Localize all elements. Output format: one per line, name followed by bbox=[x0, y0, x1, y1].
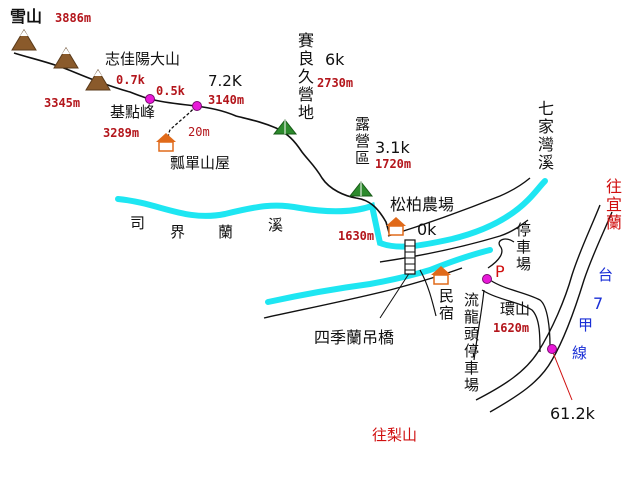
route-tai-label: 台 bbox=[598, 266, 614, 284]
elevation-2730: 2730m bbox=[317, 76, 354, 90]
huanshan-road bbox=[489, 279, 551, 347]
parking-road bbox=[487, 238, 515, 269]
silan-river-char-4: 溪 bbox=[268, 216, 284, 234]
distance-20m: 20m bbox=[188, 125, 210, 139]
lu-camp-label: 露營區 bbox=[353, 116, 371, 167]
waypoint-dot-icon bbox=[145, 94, 155, 104]
liulong-road bbox=[473, 289, 485, 361]
main-trail-line bbox=[13, 52, 391, 237]
bridge-label: 四季蘭吊橋 bbox=[314, 328, 395, 347]
route-7-label: 7 bbox=[593, 294, 604, 313]
tent-icon bbox=[348, 181, 374, 197]
route-jia-label: 甲 bbox=[578, 316, 594, 334]
piaodan-hut-label: 瓢單山屋 bbox=[170, 154, 231, 172]
route-7jia-road-b bbox=[489, 211, 613, 413]
elevation-3289: 3289m bbox=[103, 126, 140, 140]
minsu-road bbox=[419, 269, 437, 317]
parking-icon: P bbox=[495, 262, 505, 281]
minsu-label: 民宿 bbox=[437, 288, 455, 322]
zhijiayang-label: 志佳陽大山 bbox=[105, 50, 181, 68]
km-612-label: 61.2k bbox=[550, 404, 595, 423]
silan-river-char-3: 蘭 bbox=[218, 223, 234, 241]
to-yilan-label: 往宜蘭 bbox=[603, 178, 622, 232]
house-icon bbox=[156, 133, 176, 152]
elevation-1630: 1630m bbox=[338, 229, 375, 243]
distance-07: 0.7k bbox=[116, 73, 145, 87]
mountain-icon bbox=[11, 29, 37, 51]
elevation-3345: 3345m bbox=[44, 96, 81, 110]
distance-31k: 3.1k bbox=[375, 138, 410, 157]
xueshan-elevation: 3886m bbox=[55, 11, 92, 25]
huanshan-label: 環山 bbox=[500, 300, 531, 318]
songbai-farm-label: 松柏農場 bbox=[390, 195, 455, 214]
xueshan-label: 雪山 bbox=[10, 7, 43, 26]
route-7jia-road-a bbox=[475, 204, 601, 401]
waypoint-dot-icon bbox=[192, 101, 202, 111]
valley-road-upper bbox=[387, 177, 531, 237]
mountain-icon bbox=[85, 69, 111, 91]
bridge-pointer-line bbox=[379, 271, 411, 319]
to-lishan-label: 往梨山 bbox=[372, 426, 418, 444]
route-xian-label: 線 bbox=[572, 344, 588, 362]
silan-river-line bbox=[115, 178, 548, 250]
elevation-1720: 1720m bbox=[375, 157, 412, 171]
distance-6k: 6k bbox=[325, 50, 345, 69]
distance-0k: 0k bbox=[417, 220, 437, 239]
parking-label: 停車場 bbox=[514, 222, 532, 273]
elevation-3140: 3140m bbox=[208, 93, 245, 107]
house-icon bbox=[431, 266, 451, 285]
valley-road-lower2 bbox=[263, 267, 463, 319]
elevation-1620: 1620m bbox=[493, 321, 530, 335]
silan-river-char-2: 界 bbox=[170, 223, 186, 241]
lower-river-line bbox=[265, 247, 493, 305]
mountain-icon bbox=[53, 47, 79, 69]
jidianfeng-label: 基點峰 bbox=[110, 103, 156, 121]
house-icon bbox=[386, 217, 406, 236]
huanshan-road-b bbox=[481, 289, 541, 353]
qijiawan-river-label: 七家灣溪 bbox=[535, 100, 554, 172]
liulong-parking-label: 流龍頭停車場 bbox=[462, 292, 480, 394]
distance-05: 0.5k bbox=[156, 84, 185, 98]
km-pointer-line bbox=[551, 349, 573, 401]
distance-72: 7.2K bbox=[208, 72, 242, 90]
waypoint-dot-icon bbox=[482, 274, 492, 284]
tent-icon bbox=[272, 119, 298, 135]
bridge-icon bbox=[404, 239, 416, 275]
silan-river-char-1: 司 bbox=[130, 214, 146, 232]
sailiang-camp-label: 賽良久營地 bbox=[295, 32, 314, 122]
waypoint-dot-icon bbox=[547, 344, 557, 354]
